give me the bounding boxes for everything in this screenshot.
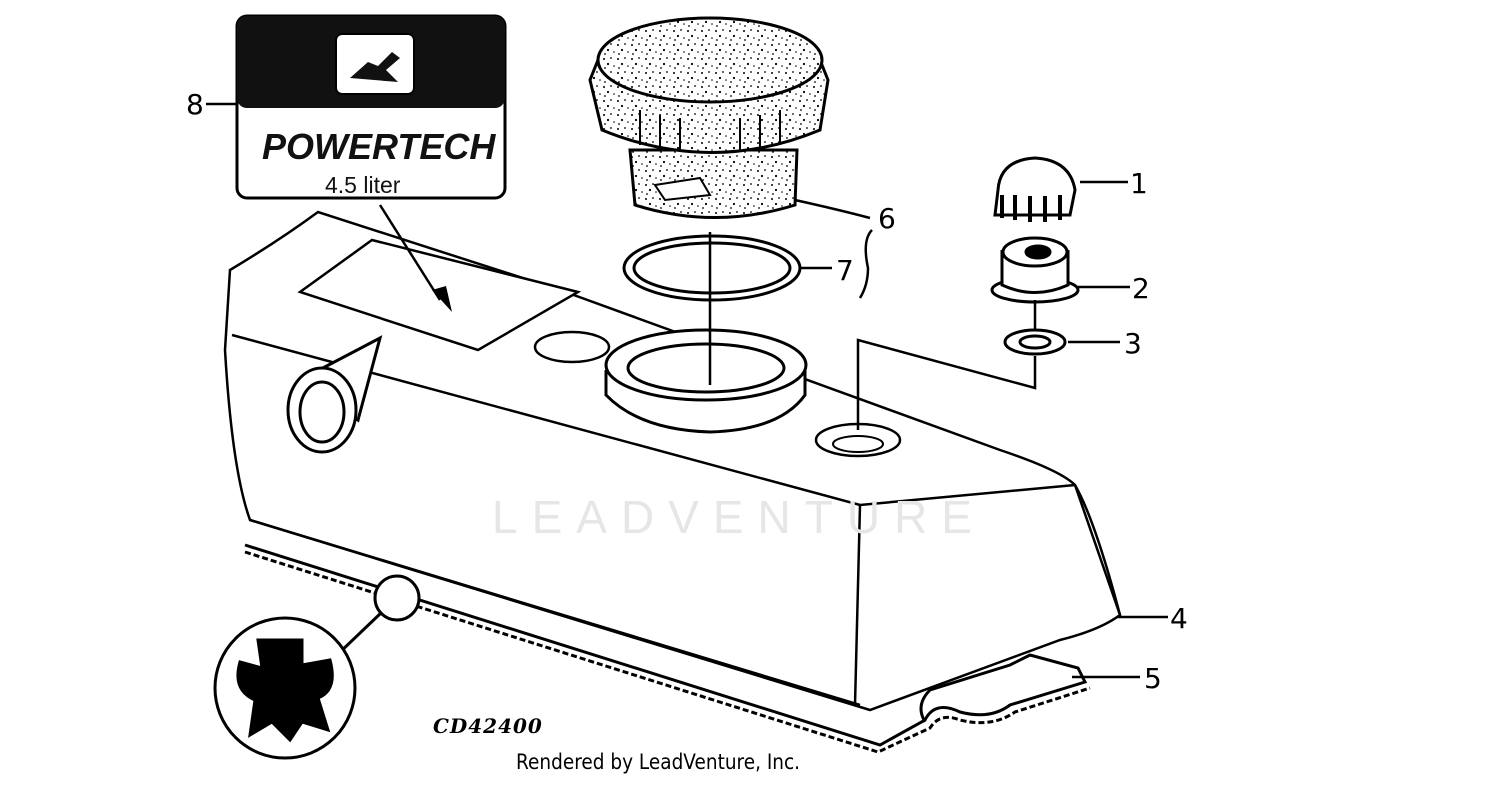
gasket: [244, 543, 1091, 754]
filler-neck: [604, 328, 808, 434]
detail-inset: [213, 574, 421, 760]
callout-3: 3: [1124, 327, 1142, 360]
washer: [1003, 328, 1067, 356]
breather-tube: [286, 335, 383, 454]
oil-filler-cap: [588, 16, 830, 219]
decal-arrow-icon: [432, 286, 452, 312]
logo-badge: [335, 33, 415, 95]
powertech-decal: [235, 14, 507, 200]
flange-nut: [990, 236, 1080, 304]
render-credit: Rendered by LeadVenture, Inc.: [516, 750, 801, 774]
watermark: LEADVENTURE: [492, 491, 986, 543]
left-hole: [533, 330, 611, 364]
figure-code: CD42400: [433, 714, 543, 738]
callout-8: 8: [186, 88, 204, 121]
callout-5: 5: [1144, 662, 1162, 695]
leaping-deer-icon: [350, 52, 400, 82]
callout-2: 2: [1132, 272, 1150, 305]
decal-subtitle: 4.5 liter: [325, 172, 401, 198]
callout-7: 7: [836, 254, 854, 287]
decal-title: POWERTECH: [262, 126, 496, 167]
leader-lines: [206, 102, 1168, 679]
stud-hole-inner: [832, 435, 884, 453]
grommet: [993, 156, 1077, 222]
o-ring: [622, 234, 802, 302]
callout-6: 6: [878, 202, 896, 235]
callout-4: 4: [1170, 602, 1188, 635]
callout-1: 1: [1130, 167, 1148, 200]
